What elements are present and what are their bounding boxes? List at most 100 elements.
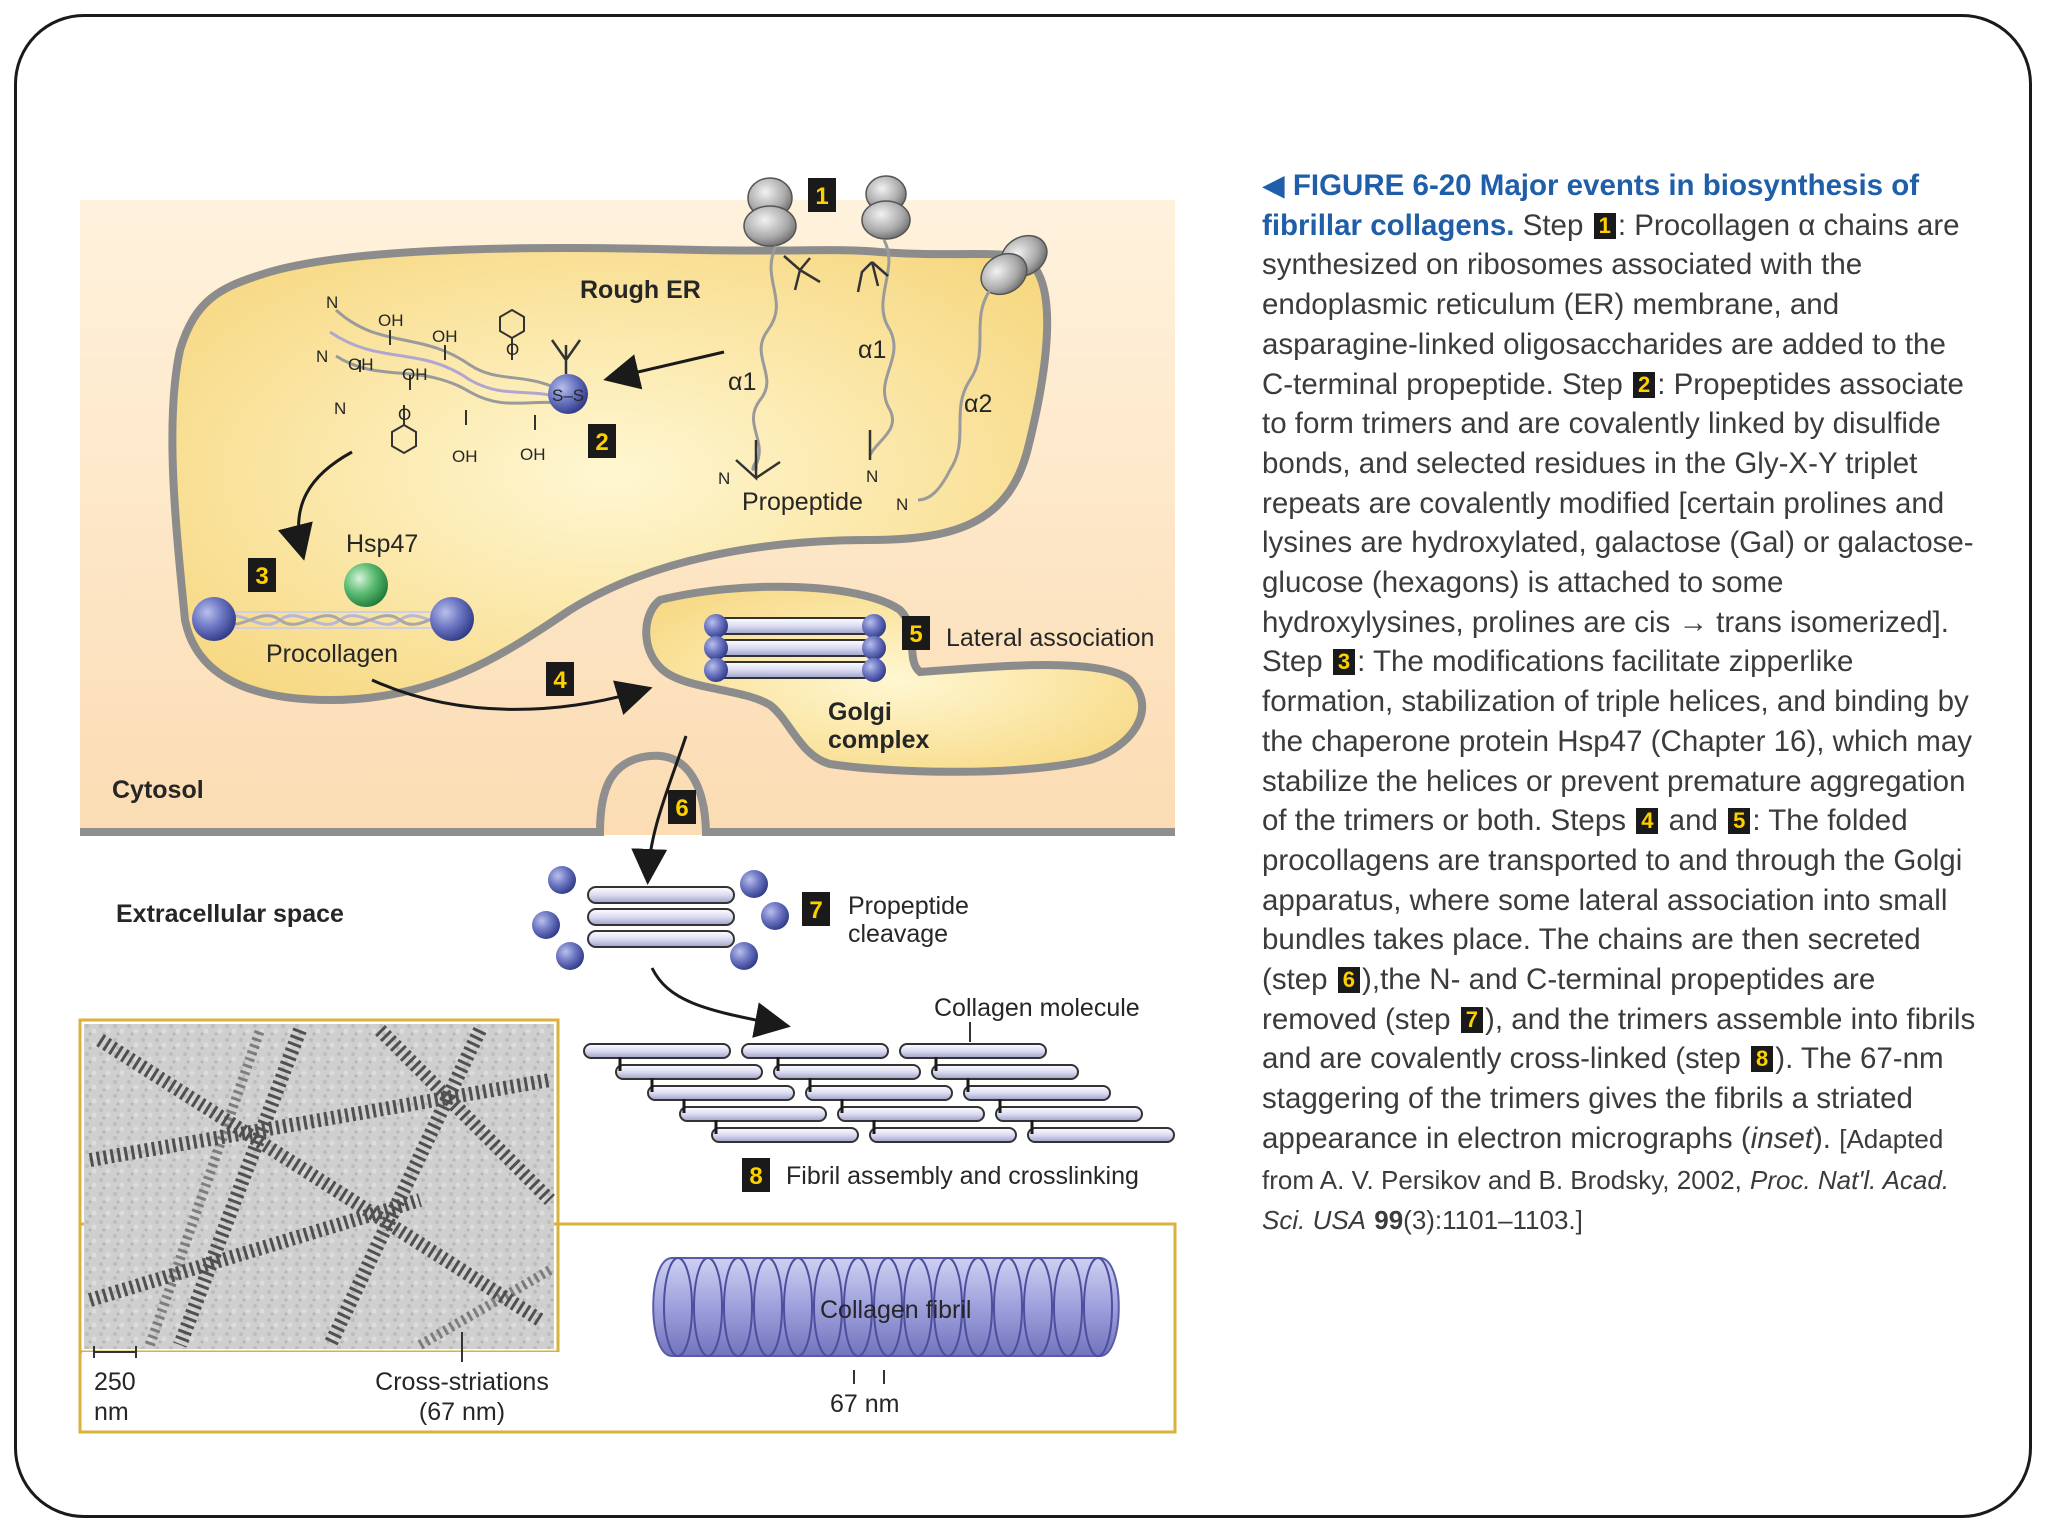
golgi-label-line2: complex: [828, 726, 930, 754]
procollagen-label: Procollagen: [266, 640, 398, 668]
caption-text: : The modifications facilitate zipperlik…: [1262, 645, 1973, 838]
collagen-molecule: [899, 1043, 1047, 1059]
figure-title-continued: of fibrillar collagens.: [1262, 169, 1920, 242]
caption-text: ). The 67-nm staggering of the trimers g…: [1262, 1042, 1944, 1155]
n-terminus-label: N: [334, 399, 346, 418]
inset-caption-fill: [82, 1352, 1173, 1430]
o-label: O: [398, 405, 411, 424]
n-terminus-label: N: [316, 347, 328, 366]
o-label: O: [506, 340, 519, 359]
alpha2-label: α2: [964, 390, 992, 418]
fibril-band: [813, 1257, 843, 1357]
step-5-box: [902, 616, 930, 650]
caption-step-8: 8: [1751, 1046, 1774, 1073]
collagen-molecule: [931, 1064, 1079, 1080]
collagen-molecule: [963, 1085, 1111, 1101]
collagen-molecule: [1027, 1127, 1175, 1143]
collagen-molecule: [741, 1043, 889, 1059]
fibril-band: [693, 1257, 723, 1357]
propeptide-cleavage-group: [532, 866, 789, 970]
scale-bar: [93, 1346, 137, 1358]
caption-text: Step: [1522, 208, 1584, 242]
oh-label: OH: [520, 445, 546, 464]
fibril-band: [993, 1257, 1023, 1357]
propeptide-label: Propeptide: [742, 488, 863, 516]
electron-micrograph: [84, 1024, 555, 1350]
collagen-molecule: [805, 1085, 953, 1101]
fibril-band: [843, 1257, 873, 1357]
caption-text: ),the N- and C-terminal propeptides are …: [1262, 963, 1876, 1036]
figure-number: FIGURE 6-20: [1292, 169, 1472, 202]
fibril-period-marker: [853, 1370, 885, 1384]
staggered-collagen-molecules: [583, 1043, 1175, 1143]
caption-inset-word: inset: [1750, 1121, 1813, 1155]
figure-caption: ◀ FIGURE 6-20 Major events in biosynthes…: [1262, 166, 1982, 1241]
cross-striations-label: Cross-striations: [375, 1368, 549, 1396]
collagen-molecule: [647, 1085, 795, 1101]
cytosol-label: Cytosol: [112, 776, 204, 804]
collagen-molecule: [583, 1043, 731, 1059]
caption-text: : Propeptides associate to form trimers …: [1262, 367, 1974, 679]
step-8-box: [742, 1158, 770, 1192]
step-2-box: [588, 424, 616, 458]
scale-unit-label: nm: [94, 1398, 129, 1426]
extracellular-space-label: Extracellular space: [116, 900, 344, 928]
step-1-number: 1: [815, 183, 828, 210]
lateral-association-label: Lateral association: [946, 624, 1154, 652]
arrow-to-trimer: [603, 350, 725, 390]
n-terminus-label: N: [326, 293, 338, 312]
caption-step-7: 7: [1460, 1006, 1484, 1033]
step-markers: 1 2 3 4 5 6 7 8: [248, 178, 930, 1192]
fibril-band: [663, 1257, 693, 1357]
rough-er-label: Rough ER: [580, 276, 701, 304]
fibril-band: [933, 1257, 963, 1357]
step-3-number: 3: [255, 563, 268, 590]
figure-title: Major events in biosynthesis: [1479, 169, 1884, 202]
collagen-molecule: [711, 1127, 859, 1143]
collagen-molecule: [679, 1106, 827, 1122]
caption-text: ), and the trimers assemble into fibrils…: [1262, 1002, 1976, 1076]
ss-bond-label: S–S: [552, 386, 584, 405]
fibril-band: [903, 1257, 933, 1357]
oh-label: OH: [452, 447, 478, 466]
step-6-number: 6: [675, 795, 688, 822]
oh-label: OH: [402, 365, 428, 384]
arrow-to-golgi: [371, 678, 653, 715]
caption-step-6: 6: [1337, 967, 1361, 994]
oligosaccharide-1: [783, 255, 821, 291]
alpha1-chain-2: [868, 239, 896, 456]
collagen-molecule-label: Collagen molecule: [934, 994, 1140, 1022]
step-5-number: 5: [909, 621, 922, 648]
arrow-to-procollagen: [277, 450, 353, 561]
caption-step-4: 4: [1636, 808, 1659, 835]
procollagen-helix: [192, 597, 474, 641]
step-8-number: 8: [749, 1163, 762, 1190]
caption-step-3: 3: [1332, 649, 1356, 676]
inset-caption-frame: [78, 1222, 1177, 1434]
oh-label: OH: [348, 355, 374, 374]
collagen-molecule: [615, 1064, 763, 1080]
caption-text: : Procollagen α chains are synthesized o…: [1262, 208, 1960, 401]
step-1-box: [808, 178, 836, 212]
fibril-band: [873, 1257, 903, 1357]
caption-step-1: 1: [1593, 212, 1616, 239]
arrow-to-fibril: [650, 967, 791, 1038]
alpha1-label: α1: [728, 368, 756, 396]
fibril-period-label: 67 nm: [830, 1390, 899, 1418]
plasma-membrane: [80, 751, 1175, 836]
step-3-box: [248, 558, 276, 592]
caption-arrow-icon: ◀: [1262, 169, 1285, 202]
step-6-box: [668, 790, 696, 824]
alpha2-chain: [917, 289, 992, 502]
procollagen-trimer-modified: [329, 308, 588, 455]
ribosome-3: [980, 234, 1048, 296]
caption-pages: (3):1101–1103.]: [1403, 1205, 1583, 1236]
caption-text: : The folded procollagens are transporte…: [1262, 804, 1963, 997]
caption-step-2: 2: [1632, 371, 1656, 398]
fibril-band: [723, 1257, 753, 1357]
fibril-band: [753, 1257, 783, 1357]
collagen-molecule: [837, 1106, 985, 1122]
step-7-number: 7: [809, 897, 822, 924]
fibril-band: [1023, 1257, 1053, 1357]
